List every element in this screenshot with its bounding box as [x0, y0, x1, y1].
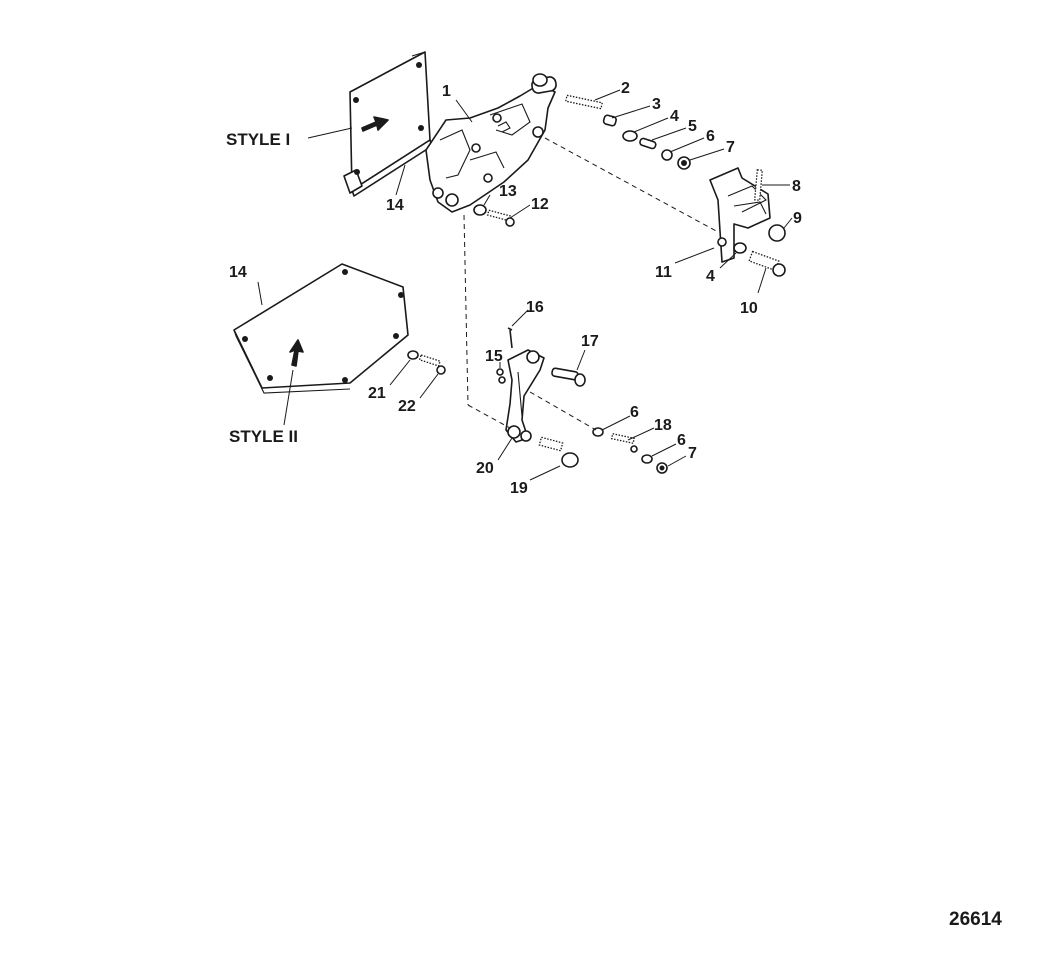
callout-7a: 7	[726, 139, 735, 156]
leader-lines	[257, 89, 793, 481]
style-2-arrow	[289, 339, 304, 367]
callout-21: 21	[368, 385, 386, 402]
callout-22: 22	[398, 398, 416, 415]
callout-7b: 7	[688, 445, 697, 462]
callout-15: 15	[485, 348, 503, 365]
right-hardware-chain	[564, 94, 691, 170]
callout-6c: 6	[677, 432, 686, 449]
side-bracket-assembly	[709, 167, 786, 277]
callout-14b: 14	[229, 264, 247, 281]
callout-14a: 14	[386, 197, 404, 214]
style-1-label: STYLE I	[226, 130, 290, 149]
callout-4b: 4	[706, 268, 715, 285]
style-2-label: STYLE II	[229, 427, 298, 446]
callout-2: 2	[621, 80, 630, 97]
callout-13: 13	[499, 183, 517, 200]
style-1-arrow	[361, 116, 389, 132]
callout-4a: 4	[670, 108, 679, 125]
callout-3: 3	[652, 96, 661, 113]
callout-10: 10	[740, 300, 758, 317]
screw-washer-12-13	[473, 204, 515, 227]
callout-5: 5	[688, 118, 697, 135]
callout-8: 8	[792, 178, 801, 195]
main-bracket	[425, 73, 557, 213]
callout-17: 17	[581, 333, 599, 350]
callout-20: 20	[476, 460, 494, 477]
lower-linkage-assembly	[496, 327, 668, 474]
callout-12: 12	[531, 196, 549, 213]
callout-16: 16	[526, 299, 544, 316]
washer-screw-21-22	[407, 350, 446, 375]
callout-6a: 6	[706, 128, 715, 145]
callout-18: 18	[654, 417, 672, 434]
alignment-lines	[463, 137, 719, 431]
callout-1: 1	[442, 83, 451, 100]
callout-11: 11	[655, 264, 672, 281]
callout-19: 19	[510, 480, 528, 497]
style-2-cover-plate	[233, 263, 409, 394]
callout-9: 9	[793, 210, 802, 227]
style-1-cover-plate	[343, 51, 433, 197]
figure-number: 26614	[949, 909, 1002, 930]
callout-6b: 6	[630, 404, 639, 421]
